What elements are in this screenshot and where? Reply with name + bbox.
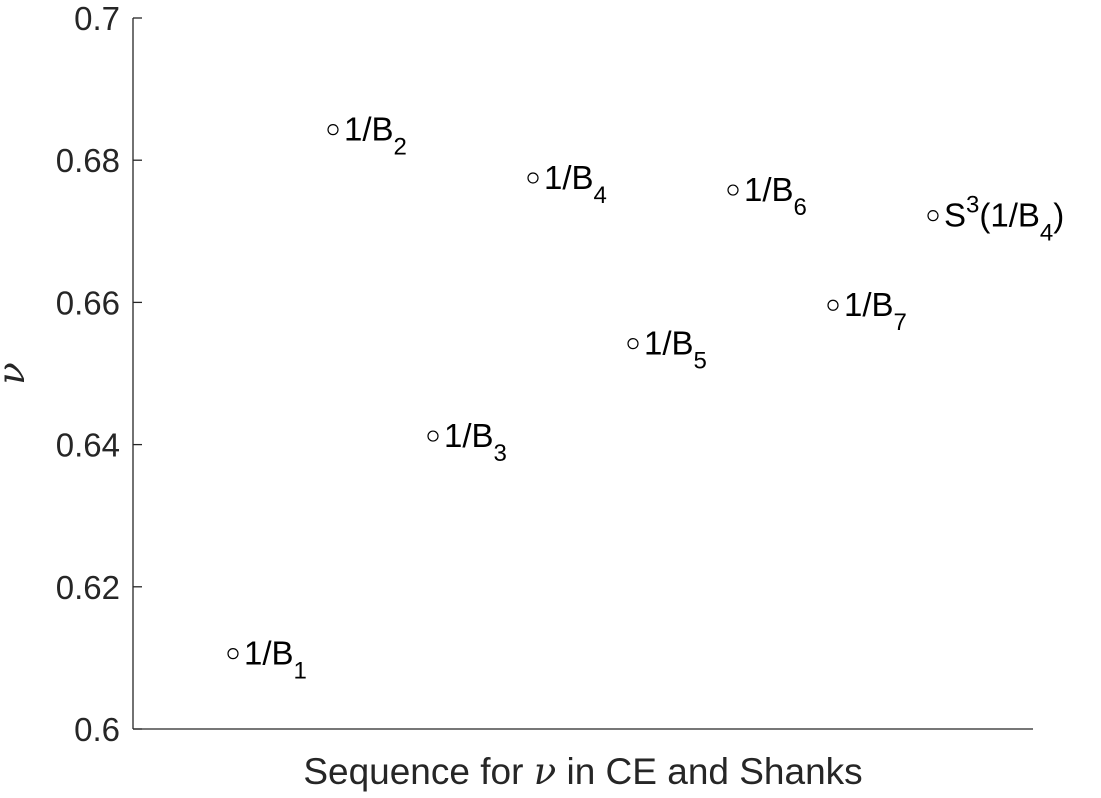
data-points: 1/B1 1/B2 1/B3 1/B4 1/B5 1/B6 1/B7 S3(1/B4) [227,111,1064,685]
data-point-marker [527,172,539,184]
x-axis-label: Sequence for ν in CE and Shanks [303,750,862,793]
x-axis-label-prefix: Sequence for [303,751,533,792]
data-point-label: 1/B5 [644,325,707,375]
data-point-label: 1/B2 [344,111,407,161]
axes: 0.6 0.62 0.64 0.66 0.68 0.7 [56,0,1033,748]
data-point-marker [427,430,439,442]
x-axis-label-symbol: ν [534,750,557,793]
data-point-label: 1/B4 [544,159,607,209]
y-tick-label: 0.6 [74,711,120,748]
y-axis-label: ν [0,362,33,385]
data-point-label: 1/B7 [844,286,907,336]
x-axis-label-suffix: in CE and Shanks [556,751,862,792]
data-point-marker [627,338,639,350]
y-tick-label: 0.68 [56,142,120,179]
data-point-marker [727,184,739,196]
data-point-label: S3(1/B4) [944,192,1064,247]
y-tick-label: 0.7 [74,0,120,37]
data-point-marker [227,648,239,660]
data-point-marker [927,210,939,222]
data-point-label: 1/B1 [244,635,307,685]
y-tick-label: 0.62 [56,569,120,606]
data-point-label: 1/B3 [444,417,507,467]
data-point-label: 1/B6 [744,171,807,221]
data-point-marker [827,299,839,311]
data-point-marker [327,124,339,136]
y-ticks: 0.6 0.62 0.64 0.66 0.68 0.7 [56,0,142,748]
y-tick-label: 0.66 [56,284,120,321]
y-tick-label: 0.64 [56,427,120,464]
